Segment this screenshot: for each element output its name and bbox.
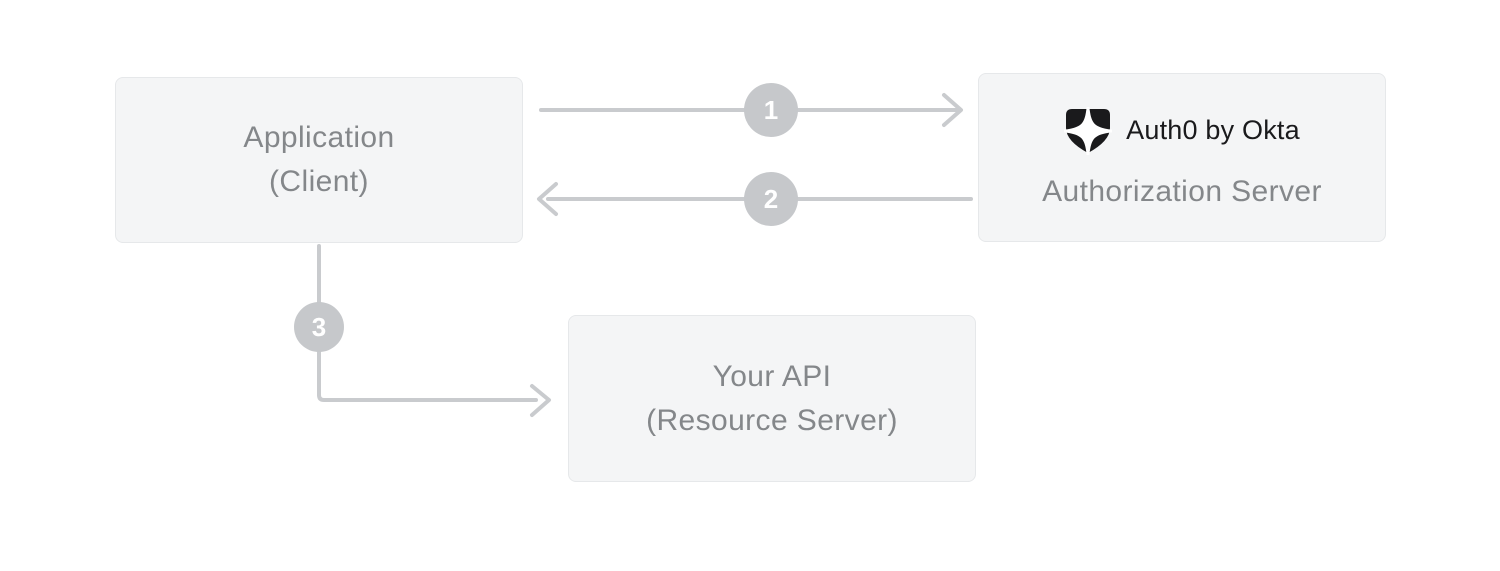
arrow-3-line (317, 244, 538, 402)
auth0-logo-text: Auth0 by Okta (1126, 115, 1300, 145)
step-1-number: 1 (763, 94, 779, 125)
api-label-line1: Your API (712, 359, 832, 393)
auth0-logo: Auth0 by Okta (1064, 106, 1300, 155)
node-application: Application (Client) (115, 77, 523, 243)
step-3-badge: 3 (294, 302, 344, 352)
step-3-number: 3 (311, 311, 327, 342)
authorization-server-label: Authorization Server (1042, 174, 1322, 208)
arrow-2-head-icon (537, 182, 558, 216)
auth0-shield-icon (1064, 106, 1113, 155)
arrow-3-head-icon (530, 384, 551, 417)
application-label-line2: (Client) (269, 165, 369, 198)
arrow-1-head-icon (942, 93, 963, 127)
step-2-number: 2 (763, 183, 779, 214)
step-2-badge: 2 (744, 172, 798, 226)
node-authorization-server: Auth0 by Okta Authorization Server (978, 73, 1386, 242)
step-1-badge: 1 (744, 83, 798, 137)
application-label-line1: Application (243, 121, 395, 154)
node-your-api: Your API (Resource Server) (568, 315, 976, 482)
api-label-line2: (Resource Server) (646, 403, 898, 437)
